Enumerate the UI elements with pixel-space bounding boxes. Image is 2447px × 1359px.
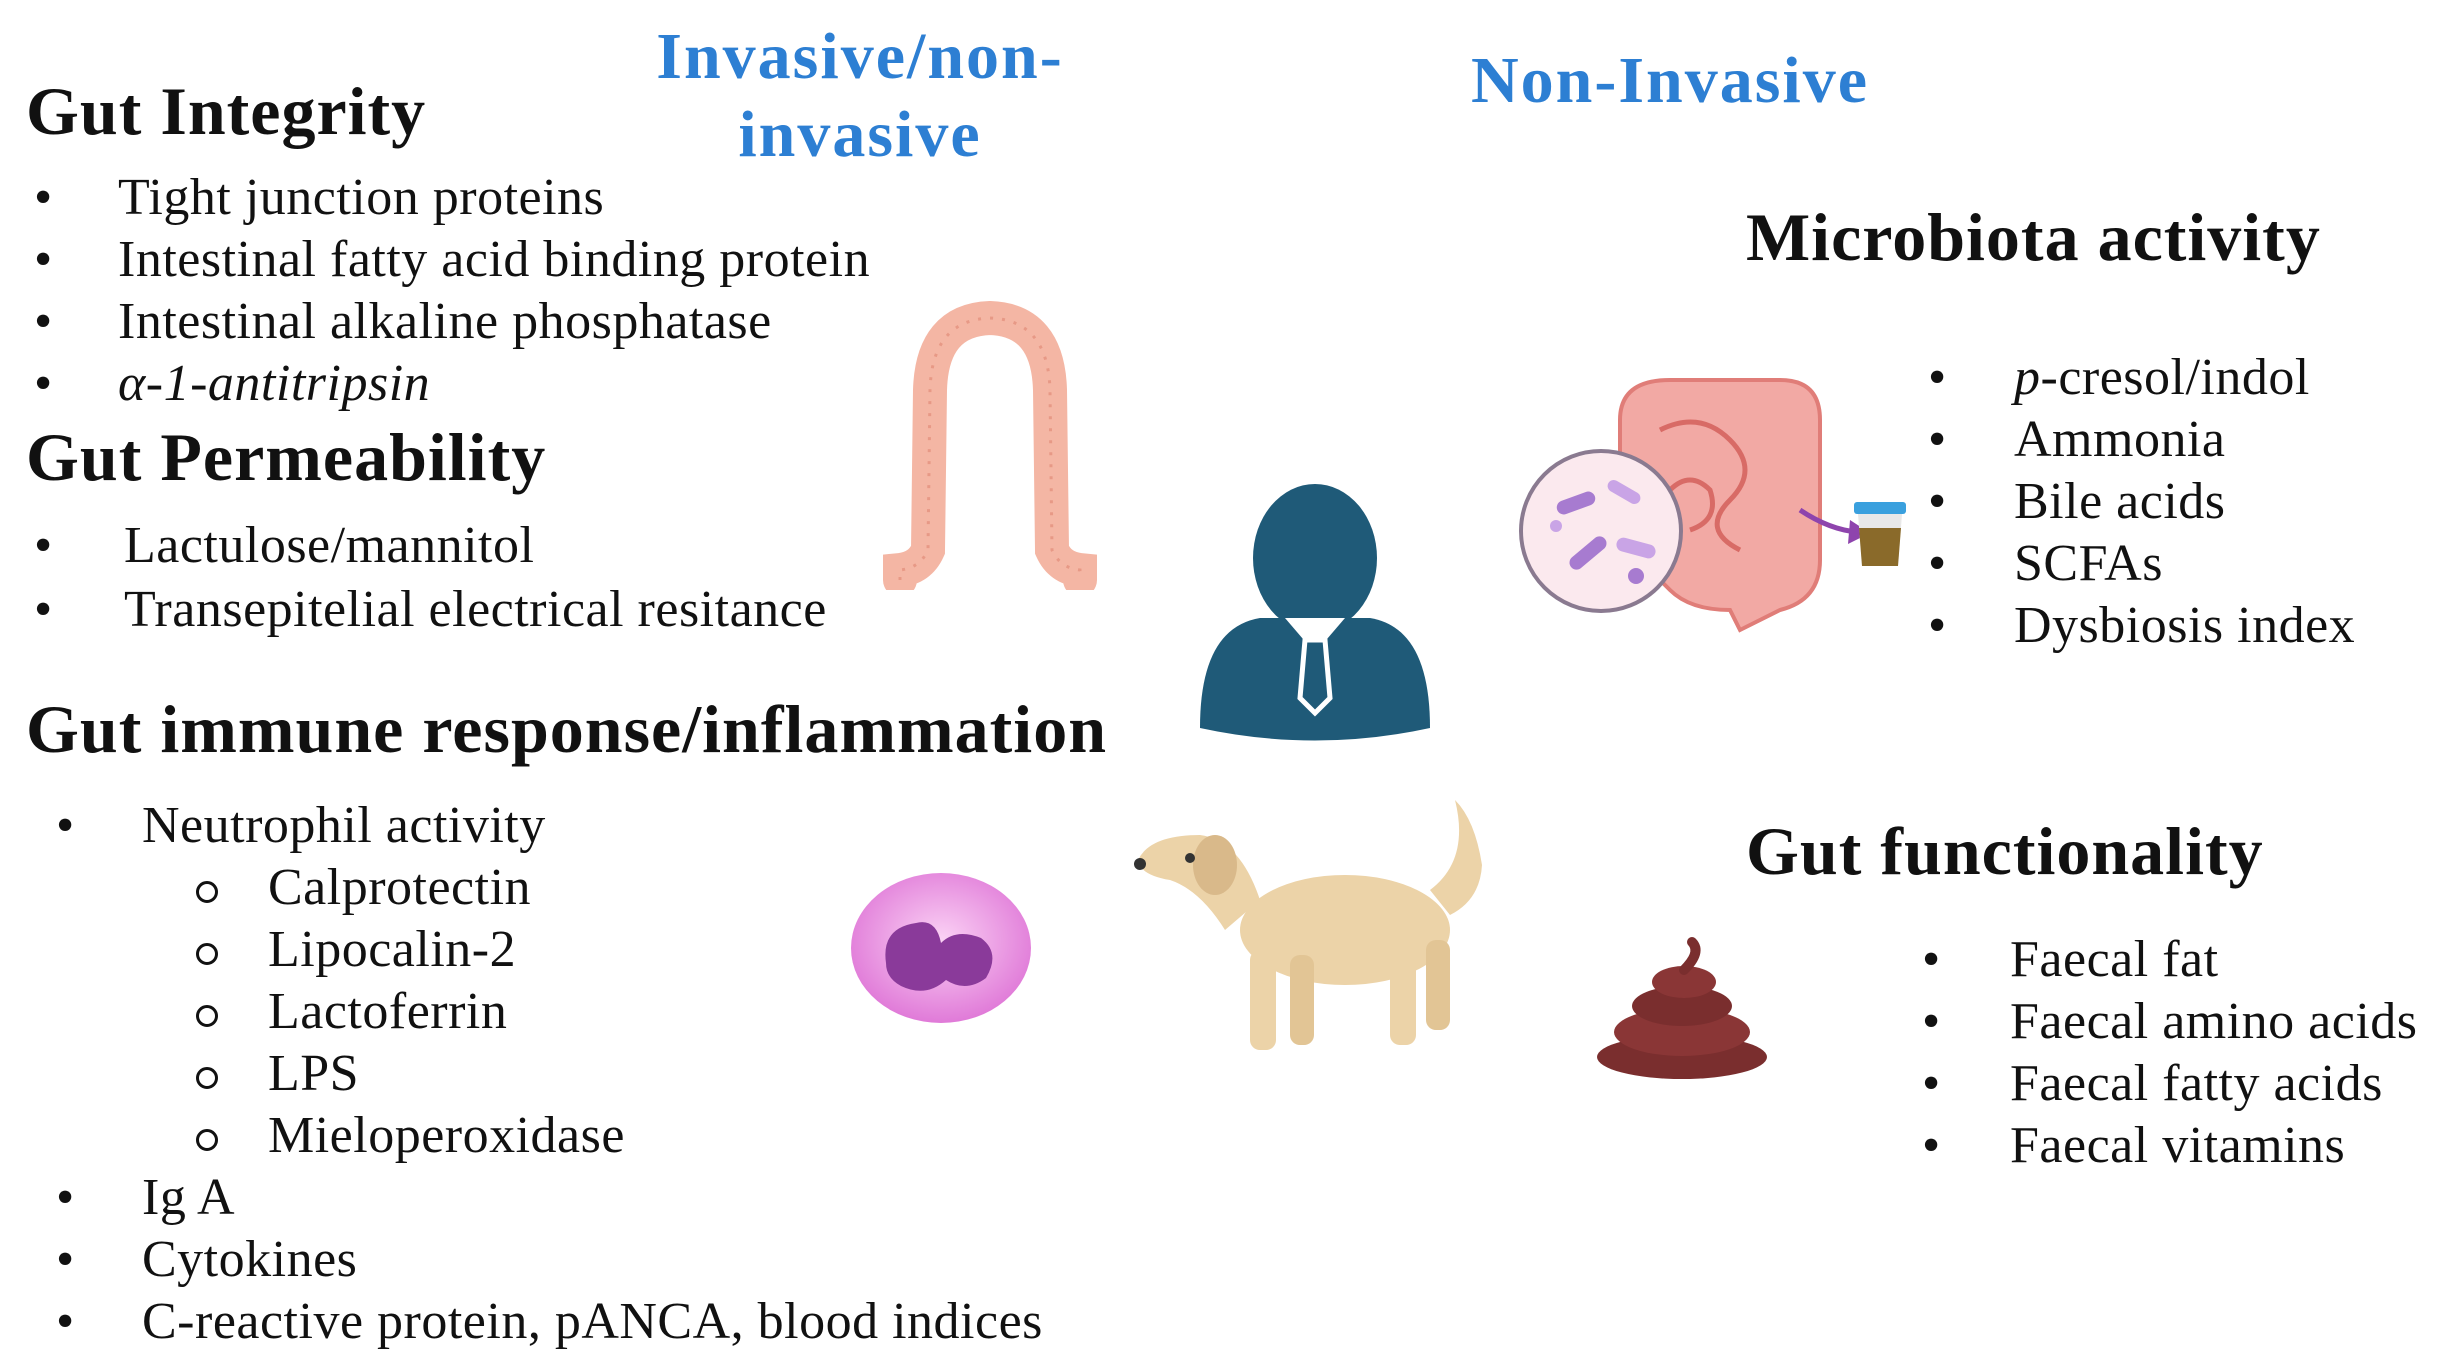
feces-icon	[1597, 937, 1767, 1079]
bacteria-icon	[1519, 449, 1683, 613]
person-icon	[1200, 484, 1430, 741]
header-invasive-text: Invasive/non-invasive	[656, 20, 1064, 171]
gut-permeability-list: •Lactulose/mannitol •Transepitelial elec…	[34, 516, 827, 644]
header-non-invasive-text: Non-Invasive	[1470, 44, 1870, 117]
sample-cup-icon	[1854, 502, 1906, 566]
list-item: •Faecal fat	[1922, 931, 2219, 988]
list-item: •Neutrophil activity	[56, 797, 546, 854]
list-item: •Intestinal alkaline phosphatase	[34, 293, 772, 350]
list-item: •Faecal fatty acids	[1922, 1055, 2383, 1112]
list-item: •Ammonia	[1928, 411, 2226, 468]
gut-integrity-list: •Tight junction proteins •Intestinal fat…	[34, 168, 870, 416]
list-item: •SCFAs	[1928, 535, 2163, 592]
gut-immune-list: •Neutrophil activity Calprotectin Lipoca…	[56, 796, 1043, 1354]
list-item: •C-reactive protein, pANCA, blood indice…	[56, 1293, 1043, 1350]
microbiota-title: Microbiota activity	[1746, 199, 2321, 275]
list-item: •Transepitelial electrical resitance	[34, 581, 827, 638]
sub-list-item: Lipocalin-2	[56, 920, 1043, 982]
gut-integrity-title: Gut Integrity	[26, 73, 427, 149]
list-item: •Dysbiosis index	[1928, 597, 2356, 654]
gut-immune-title: Gut immune response/inflammation	[26, 691, 1108, 767]
gut-functionality-list: •Faecal fat •Faecal amino acids •Faecal …	[1922, 930, 2418, 1178]
list-item: •Cytokines	[56, 1231, 358, 1288]
list-item: •Bile acids	[1928, 473, 2226, 530]
list-item: •Faecal vitamins	[1922, 1117, 2346, 1174]
sub-list-item: Lactoferrin	[56, 982, 1043, 1044]
list-item: •Tight junction proteins	[34, 169, 605, 226]
list-item: •Intestinal fatty acid binding protein	[34, 231, 871, 288]
list-item: •Ig A	[56, 1169, 235, 1226]
sub-list-item: Mieloperoxidase	[56, 1106, 1043, 1168]
sub-list-item: Calprotectin	[56, 858, 1043, 920]
header-non-invasive: Non-Invasive	[1440, 42, 1900, 120]
header-invasive-non-invasive: Invasive/non-invasive	[600, 18, 1120, 174]
sub-list-item: LPS	[56, 1044, 1043, 1106]
villus-icon	[883, 300, 1097, 590]
list-item: •p-cresol/indol	[1928, 349, 2310, 406]
list-item: •Faecal amino acids	[1922, 993, 2418, 1050]
neutrophil-icon	[851, 873, 1031, 1023]
dog-icon	[1134, 800, 1482, 1050]
list-item: •Lactulose/mannitol	[34, 517, 535, 574]
microbiota-list: •p-cresol/indol •Ammonia •Bile acids •SC…	[1928, 348, 2355, 658]
list-item: •α-1-antitripsin	[34, 355, 431, 412]
gut-permeability-title: Gut Permeability	[26, 419, 547, 495]
gut-functionality-title: Gut functionality	[1746, 813, 2264, 889]
